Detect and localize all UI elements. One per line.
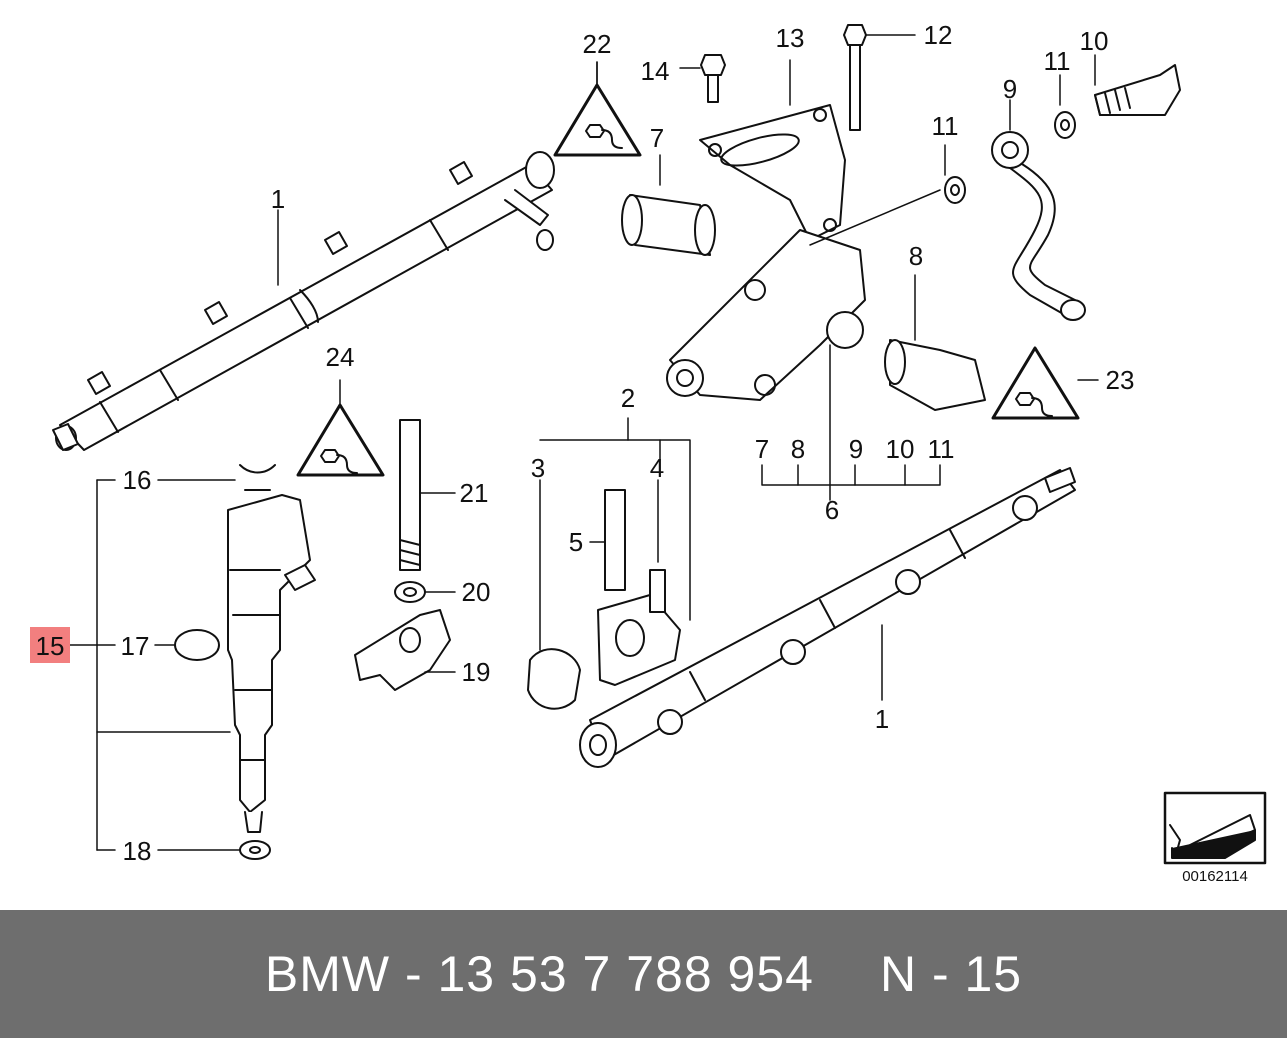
label-part-4: 4	[650, 453, 664, 483]
bolt	[679, 54, 726, 103]
return-pipe	[991, 99, 1086, 321]
label-part-10: 10	[1080, 26, 1109, 56]
warning-triangle-icon	[991, 346, 1099, 420]
label-part-9: 9	[849, 434, 863, 464]
label-part-11: 11	[932, 111, 959, 141]
label-part-23: 23	[1106, 365, 1135, 395]
regulator-housing	[666, 189, 941, 401]
fuel-rail-lower	[579, 467, 1076, 768]
pressure-sensor	[621, 154, 716, 256]
label-part-3: 3	[531, 453, 545, 483]
warning-triangle-icon	[296, 379, 385, 477]
diagram-position: N - 15	[879, 946, 1023, 1002]
washer	[944, 74, 1076, 204]
label-part-15: 15	[36, 631, 65, 661]
valve-plug	[884, 274, 986, 411]
label-part-18: 18	[123, 836, 152, 866]
part-number-footer: BMW - 13 53 7 788 954 N - 15	[0, 910, 1287, 1038]
injector-callouts	[69, 479, 241, 851]
label-part-6: 6	[825, 495, 839, 525]
bracket	[699, 59, 846, 241]
label-part-1: 1	[271, 184, 285, 214]
label-part-12: 12	[924, 20, 953, 50]
label-part-1: 1	[875, 704, 889, 734]
fuel-rail-upper	[52, 151, 555, 451]
label-part-20: 20	[462, 577, 491, 607]
label-part-11: 11	[1044, 46, 1071, 76]
label-part-17: 17	[121, 631, 150, 661]
label-part-10: 10	[886, 434, 915, 464]
label-part-7: 7	[755, 434, 769, 464]
label-part-11: 11	[928, 434, 955, 464]
row-callouts	[761, 344, 941, 501]
label-part-16: 16	[123, 465, 152, 495]
parts-diagram: 1 1 2 3 4 5 6 7 8 9 10 11 11 7 8 9 10 11…	[30, 20, 1267, 866]
label-part-22: 22	[583, 29, 612, 59]
label-part-14: 14	[641, 56, 670, 86]
part-number: BMW - 13 53 7 788 954	[264, 946, 814, 1002]
bolt	[843, 24, 916, 131]
label-part-21: 21	[460, 478, 489, 508]
label-part-8: 8	[791, 434, 805, 464]
label-part-9: 9	[1003, 74, 1017, 104]
label-part-13: 13	[776, 23, 805, 53]
highlight-box	[30, 627, 70, 663]
label-part-8: 8	[909, 241, 923, 271]
label-part-5: 5	[569, 527, 583, 557]
fuel-injector	[174, 464, 316, 860]
banjo-bolt	[1094, 54, 1181, 116]
label-part-7: 7	[650, 123, 664, 153]
rail-clamp	[527, 417, 691, 710]
injector-clamp-hardware	[354, 419, 456, 691]
part-labels: 1 1 2 3 4 5 6 7 8 9 10 11 11 7 8 9 10 11…	[36, 20, 1135, 866]
label-part-2: 2	[621, 383, 635, 413]
direction-arrow-icon	[1163, 791, 1267, 865]
label-part-19: 19	[462, 657, 491, 687]
label-part-24: 24	[326, 342, 355, 372]
diagram-reference-code: 00162114	[1182, 868, 1248, 885]
